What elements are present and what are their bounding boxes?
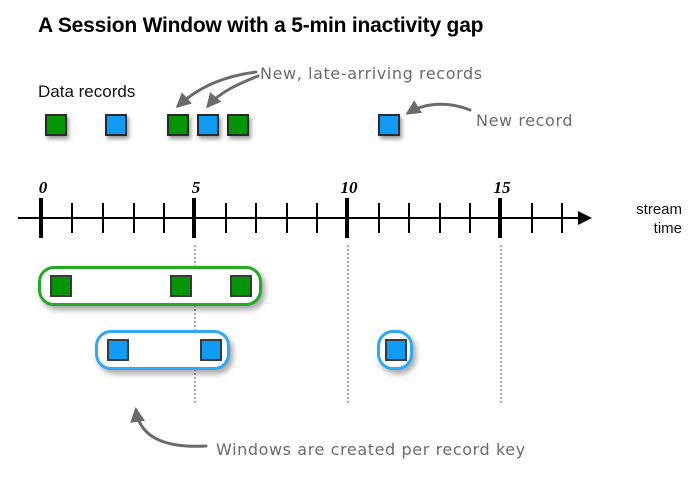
axis-arrow-icon <box>578 211 592 225</box>
axis-tick-minor <box>225 203 227 233</box>
guide-line-15 <box>500 245 502 403</box>
data-record-blue-1 <box>105 114 127 136</box>
axis-tick-minor <box>133 203 135 233</box>
data-record-green-2 <box>167 114 189 136</box>
annotation-late-arriving-records: New, late-arriving records <box>260 64 483 83</box>
window-record-blue-1 <box>107 339 129 361</box>
axis-tick-minor <box>469 203 471 233</box>
axis-tick-minor <box>378 203 380 233</box>
arrow-windows-per-key <box>130 407 208 448</box>
axis-caption-line1: stream <box>636 201 682 218</box>
axis-tick-minor <box>316 203 318 233</box>
arrow-late-records-2 <box>206 74 260 109</box>
axis-caption: stream time <box>598 200 682 238</box>
axis-caption-line2: time <box>653 220 682 237</box>
guide-line-5 <box>194 245 196 403</box>
axis-tick-minor <box>531 203 533 233</box>
data-record-blue-3 <box>378 114 400 136</box>
window-record-green-3 <box>230 275 252 297</box>
axis-tick-major-0 <box>39 198 43 238</box>
blue-session-window <box>95 330 230 370</box>
data-record-green-3 <box>227 114 249 136</box>
axis-tick-minor <box>71 203 73 233</box>
stream-time-axis <box>18 217 584 219</box>
axis-tick-label-0: 0 <box>38 178 48 197</box>
guide-line-10 <box>347 245 349 403</box>
green-session-window <box>38 266 262 306</box>
window-record-blue-3 <box>385 339 407 361</box>
axis-tick-major-10 <box>345 198 349 238</box>
axis-tick-major-5 <box>192 198 196 238</box>
axis-tick-minor <box>255 203 257 233</box>
blue-new-session-window <box>377 330 413 370</box>
axis-tick-minor <box>102 203 104 233</box>
axis-tick-minor <box>163 203 165 233</box>
axis-tick-label-5: 5 <box>191 178 201 197</box>
data-record-blue-2 <box>197 114 219 136</box>
axis-tick-minor <box>286 203 288 233</box>
annotation-new-record: New record <box>476 111 574 130</box>
page-title: A Session Window with a 5-min inactivity… <box>38 14 484 37</box>
axis-tick-minor <box>561 203 563 233</box>
data-records-label: Data records <box>38 82 136 101</box>
window-record-blue-2 <box>200 339 222 361</box>
axis-tick-minor <box>439 203 441 233</box>
axis-tick-label-10: 10 <box>340 178 358 197</box>
window-record-green-1 <box>50 275 72 297</box>
axis-tick-label-15: 15 <box>493 178 511 197</box>
arrow-late-records-1 <box>175 70 258 109</box>
data-record-green-1 <box>45 114 67 136</box>
axis-tick-major-15 <box>498 198 502 238</box>
arrow-new-record <box>405 100 472 115</box>
axis-tick-minor <box>408 203 410 233</box>
annotation-windows-per-record-key: Windows are created per record key <box>216 440 526 459</box>
window-record-green-2 <box>170 275 192 297</box>
